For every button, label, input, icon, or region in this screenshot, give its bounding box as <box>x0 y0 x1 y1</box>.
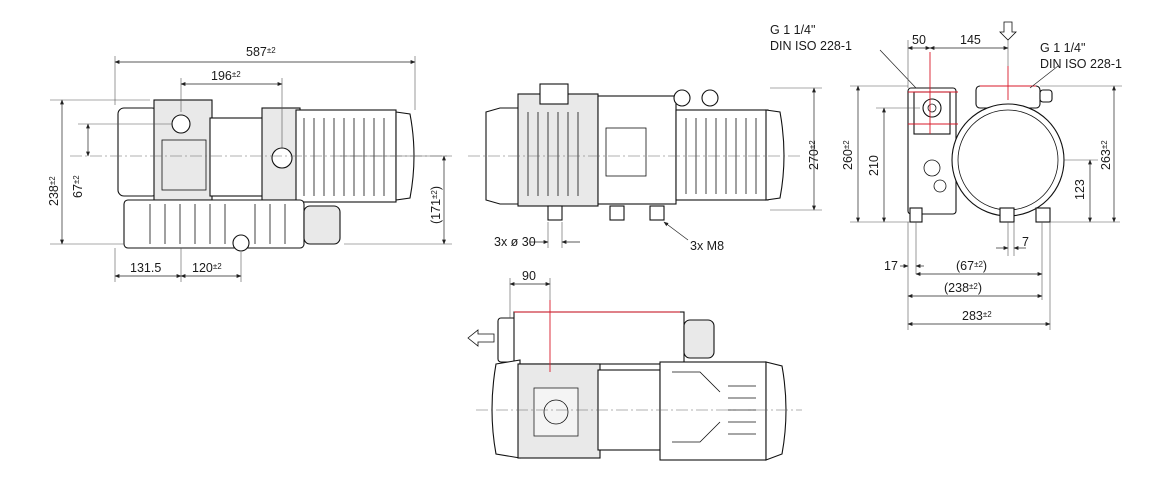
port-left-standard: DIN ISO 228-1 <box>770 39 852 53</box>
dim-7: 7 <box>1022 235 1029 249</box>
dim-263: 263±2 <box>1099 140 1113 170</box>
dim-overall-height: 238±2 <box>47 176 61 206</box>
dim-50: 50 <box>912 33 926 47</box>
port-right-thread: G 1 1/4" <box>1040 41 1085 55</box>
left-view: 587±2 196±2 238±2 67±2 131.5 120±2 (171±… <box>47 45 452 282</box>
dim-260: 260±2 <box>841 140 855 170</box>
dim-210: 210 <box>867 155 881 176</box>
dim-mount-bolts: 3x M8 <box>690 239 724 253</box>
dim-inlet-distance: 196±2 <box>211 69 241 83</box>
dim-238: (238±2) <box>944 281 982 295</box>
dim-283: 283±2 <box>962 309 992 323</box>
middle-view: 270±2 3x ø 30 3x M8 <box>468 83 822 253</box>
dim-axis-height: 67±2 <box>71 175 85 198</box>
right-view: G 1 1/4" DIN ISO 228-1 G 1 1/4" DIN ISO … <box>770 21 1122 330</box>
dim-mount-holes: 3x ø 30 <box>494 235 536 249</box>
bottom-view: 90 <box>467 269 802 461</box>
dim-overall-length: 587±2 <box>246 45 276 59</box>
dim-67: (67±2) <box>956 259 987 273</box>
dim-middle-height: 270±2 <box>807 140 821 170</box>
dim-17: 17 <box>884 259 898 273</box>
port-left-thread: G 1 1/4" <box>770 23 815 37</box>
port-right-standard: DIN ISO 228-1 <box>1040 57 1122 71</box>
dim-foot-offset: 131.5 <box>130 261 161 275</box>
dim-90: 90 <box>522 269 536 283</box>
dim-145: 145 <box>960 33 981 47</box>
dim-foot-spacing: 120±2 <box>192 261 222 275</box>
dim-123: 123 <box>1073 179 1087 200</box>
dim-right-height: (171±2) <box>429 186 443 224</box>
